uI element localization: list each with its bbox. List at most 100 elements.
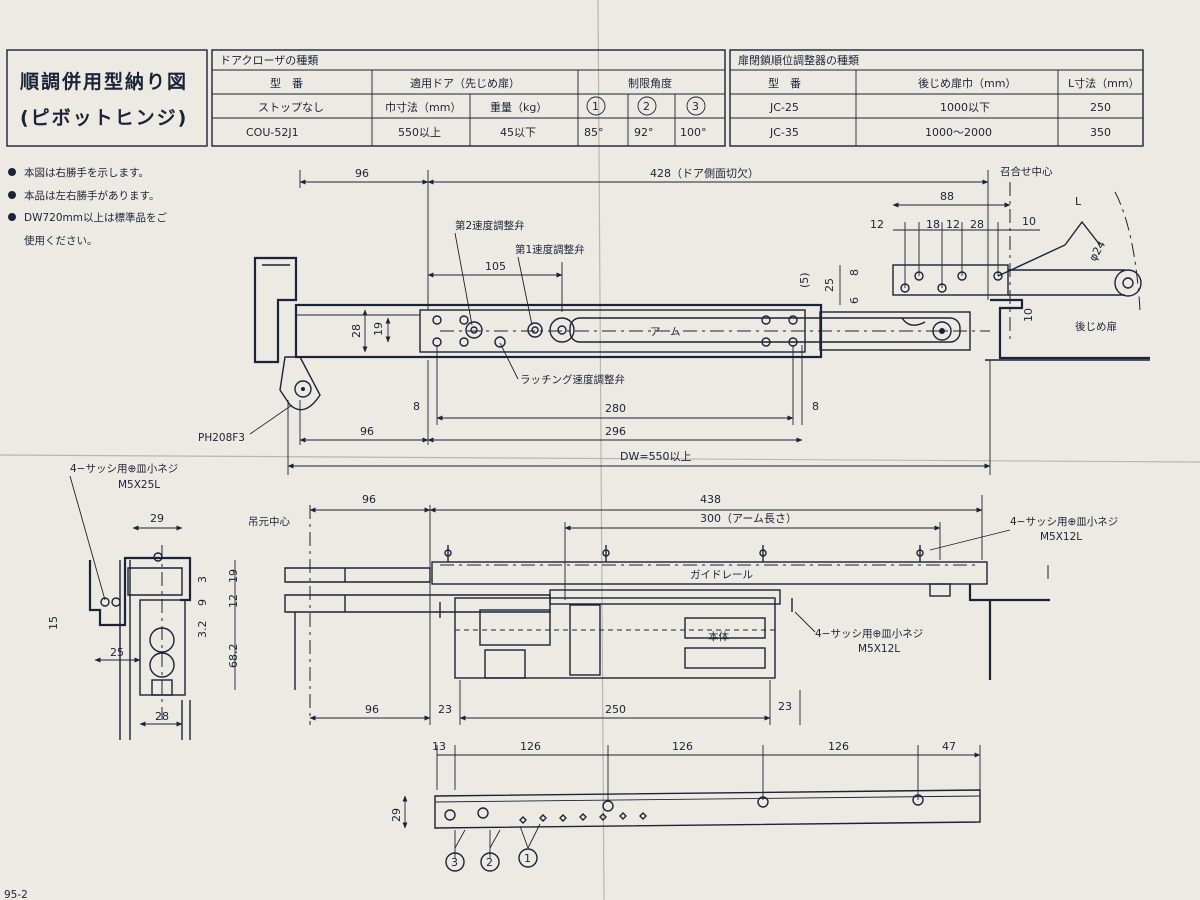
coordinator-table: 扉閉鎖順位調整器の種類 型 番 後じめ扉巾（mm） L寸法（mm） JC-25 … <box>729 49 1144 147</box>
circle-mark-3: 3 <box>451 856 458 869</box>
dim-r-13: 13 <box>432 740 446 753</box>
plan-view: 96 428（ドア側面切欠） 召合せ中心 105 第2速度調整弁 第1速度調整弁… <box>198 165 1150 475</box>
angle-mark-1: 1 <box>592 100 599 113</box>
dim-b-96b: 96 <box>365 703 379 716</box>
page-mark: 95-2 <box>4 889 28 900</box>
label-screw1-b: M5X25L <box>118 479 160 491</box>
dim-m-9: 9 <box>196 599 209 606</box>
dim-m-19: 19 <box>227 569 240 583</box>
closer-header-angle: 制限角度 <box>628 76 672 90</box>
dim-side-25: 25 <box>823 278 836 292</box>
coord-row2-width: 1000〜2000 <box>925 126 992 139</box>
label-latch: ラッチング速度調整弁 <box>520 373 625 386</box>
dim-m-25: 25 <box>110 646 124 659</box>
coord-row2-model: JC-35 <box>769 126 799 139</box>
label-speed1: 第1速度調整弁 <box>515 243 585 256</box>
dim-r-126c: 126 <box>828 740 849 753</box>
dim-b-23: 23 <box>438 703 452 716</box>
notes: 本図は右勝手を示します。 本品は左右勝手があります。 DW720mm以上は標準品… <box>8 166 167 247</box>
dim-b-96: 96 <box>362 493 376 506</box>
dim-dw: DW=550以上 <box>620 450 692 463</box>
dim-8b: 8 <box>812 400 819 413</box>
coord-caption: 扉閉鎖順位調整器の種類 <box>738 53 859 67</box>
closer-table: ドアクローザの種類 型 番 適用ドア（先じめ扉） 制限角度 ストップなし 巾寸法… <box>211 49 726 147</box>
dim-r-29: 29 <box>390 808 403 822</box>
coord-row1-width: 1000以下 <box>940 101 990 114</box>
dim-side-8: 8 <box>848 269 861 276</box>
closer-row-a2: 92° <box>634 126 654 139</box>
label-ph: PH208F3 <box>198 432 245 444</box>
rail-detail: 13 126 126 126 47 29 3 2 1 <box>390 740 981 872</box>
coord-row1-model: JC-25 <box>769 101 799 114</box>
dim-side-6: 6 <box>848 297 861 304</box>
dim-m-682: 68.2 <box>227 644 240 669</box>
coord-header-width: 後じめ扉巾（mm） <box>918 76 1016 90</box>
label-guide-rail: ガイドレール <box>690 569 753 581</box>
dim-105: 105 <box>485 260 506 273</box>
note-3: DW720mm以上は標準品をご <box>24 211 167 224</box>
note-2: 本品は左右勝手があります。 <box>24 189 159 202</box>
title-line2: (ピボットヒンジ) <box>20 107 188 129</box>
closer-row-weight: 45以下 <box>500 126 536 139</box>
dim-m-32: 3.2 <box>196 621 209 639</box>
angle-mark-3: 3 <box>692 100 699 113</box>
label-screw2-b: M5X12L <box>1040 531 1082 543</box>
closer-sub-weight: 重量（kg） <box>490 100 547 114</box>
dim-b-438: 438 <box>700 493 721 506</box>
label-speed2: 第2速度調整弁 <box>455 219 525 232</box>
dim-8a: 8 <box>413 400 420 413</box>
paper-fold <box>597 0 605 900</box>
dim-side-10: 10 <box>1022 308 1035 322</box>
dim-m-29: 29 <box>150 512 164 525</box>
closer-sub-width: 巾寸法（mm） <box>385 100 461 114</box>
label-body: 本体 <box>708 630 729 643</box>
dim-96: 96 <box>360 425 374 438</box>
coord-row1-l: 250 <box>1090 101 1111 114</box>
dim-b-23b: 23 <box>778 700 792 713</box>
dim-phi24: φ24 <box>1086 239 1108 264</box>
label-screw3-a: 4−サッシ用⊕皿小ネジ <box>815 628 923 640</box>
dim-28: 28 <box>970 218 984 231</box>
title-line1: 順調併用型納り図 <box>20 70 188 93</box>
coord-header-model: 型 番 <box>768 76 801 90</box>
closer-sub-model: ストップなし <box>258 101 324 114</box>
label-arm: アーム <box>650 326 681 338</box>
dim-h-28: 28 <box>350 324 363 338</box>
closer-header-model: 型 番 <box>270 76 303 90</box>
dim-296: 296 <box>605 425 626 438</box>
dim-18: 18 <box>926 218 940 231</box>
closer-caption: ドアクローザの種類 <box>220 53 318 67</box>
dim-m-28: 28 <box>155 710 169 723</box>
dim-12: 12 <box>870 218 884 231</box>
label-hang-center: 吊元中心 <box>248 515 290 528</box>
dim-r-126b: 126 <box>672 740 693 753</box>
coord-row2-l: 350 <box>1090 126 1111 139</box>
label-rear-door: 後じめ扉 <box>1075 320 1117 333</box>
angle-mark-2: 2 <box>643 100 650 113</box>
closer-header-door: 適用ドア（先じめ扉） <box>410 76 520 90</box>
title-block: 順調併用型納り図 (ピボットヒンジ) <box>6 49 208 147</box>
note-1: 本図は右勝手を示します。 <box>24 166 149 179</box>
dim-top-428: 428（ドア側面切欠） <box>650 166 759 180</box>
closer-row-a3: 100° <box>680 126 707 139</box>
dim-top-96: 96 <box>355 167 369 180</box>
dim-side-5: (5) <box>798 272 811 288</box>
paper-fold <box>0 454 1200 463</box>
dim-m-3: 3 <box>196 576 209 583</box>
elevation-view: 吊元中心 96 438 300（アーム長さ） 4−サッシ用⊕皿小ネジ M5X12… <box>248 493 1118 725</box>
coord-header-l: L寸法（mm） <box>1068 76 1140 90</box>
circle-mark-1: 1 <box>524 852 531 865</box>
dim-m-15: 15 <box>47 616 60 630</box>
closer-row-a1: 85° <box>584 126 604 139</box>
dim-280: 280 <box>605 402 626 415</box>
dim-L: L <box>1075 195 1082 208</box>
label-screw1-a: 4−サッシ用⊕皿小ネジ <box>70 463 178 475</box>
circle-mark-2: 2 <box>486 856 493 869</box>
label-screw3-b: M5X12L <box>858 643 900 655</box>
dim-m-12: 12 <box>227 594 240 608</box>
dim-12b: 12 <box>946 218 960 231</box>
label-meet-center: 召合せ中心 <box>1000 165 1053 178</box>
section-view: 4−サッシ用⊕皿小ネジ M5X25L 29 3 19 12 9 3.2 68.2… <box>47 463 240 740</box>
note-4: 使用ください。 <box>24 234 98 247</box>
